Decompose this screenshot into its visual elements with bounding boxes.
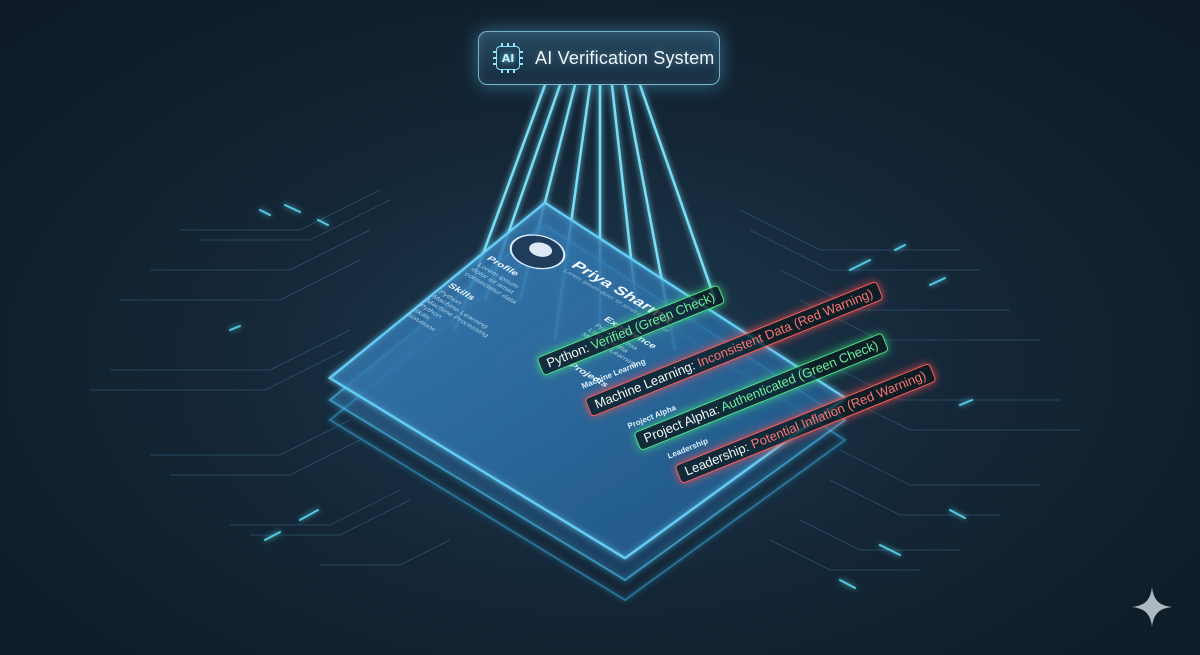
chip-label: AI xyxy=(496,46,520,70)
ai-chip-icon: AI xyxy=(493,43,523,73)
ai-verification-badge: AI AI Verification System xyxy=(478,31,720,85)
badge-title: AI Verification System xyxy=(535,47,715,68)
sparkle-icon xyxy=(1132,587,1172,627)
